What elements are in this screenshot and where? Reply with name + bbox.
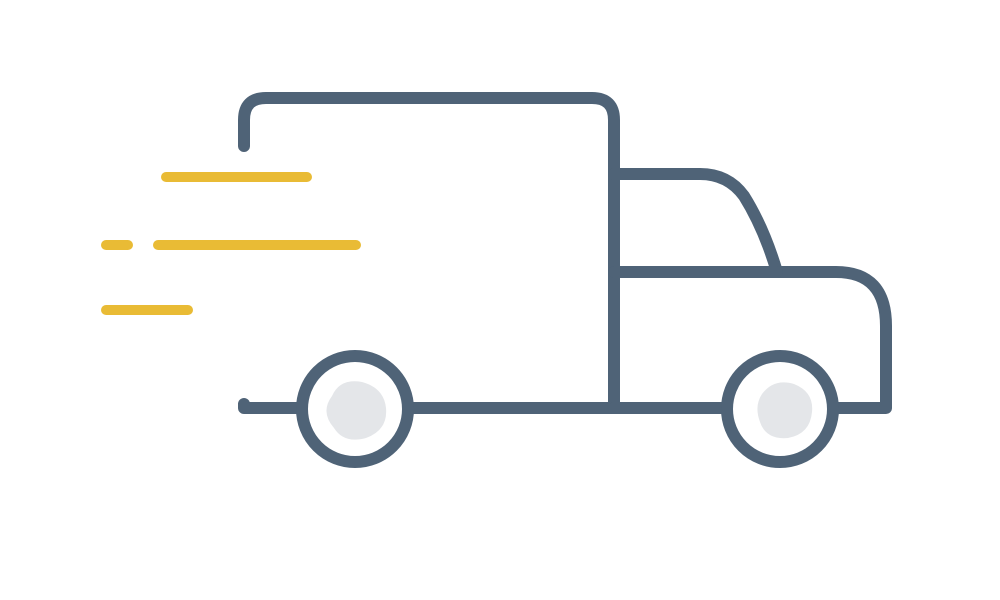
rear-wheel [296,350,414,468]
front-wheel [721,350,839,468]
cargo-box-outline [238,92,620,414]
front-wheel-hub [757,382,813,439]
rear-wheel-hub [326,381,387,440]
cab-outline [608,168,892,414]
speed-lines [101,172,361,315]
